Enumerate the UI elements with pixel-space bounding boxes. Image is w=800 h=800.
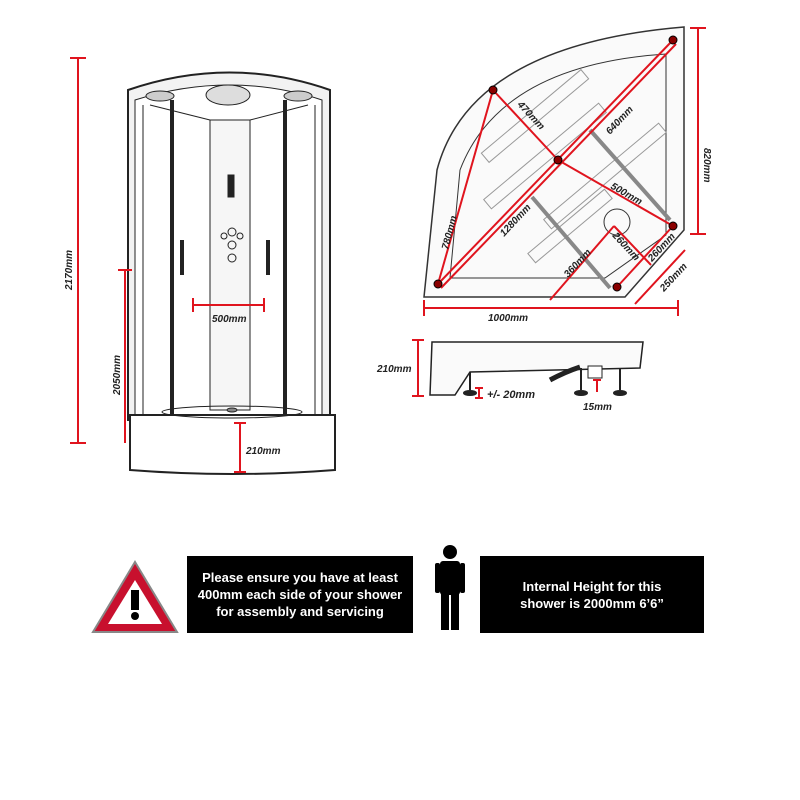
side-tray-height: 210mm — [376, 364, 412, 375]
assembly-space-text: Please ensure you have at least 400mm ea… — [197, 570, 403, 619]
warning-triangle-icon — [91, 560, 179, 633]
waste-clearance-label: 15mm — [583, 402, 612, 413]
total-height-label: 2170mm — [64, 250, 75, 291]
dim-820: 820mm — [701, 148, 712, 183]
dim-1000: 1000mm — [488, 313, 528, 324]
side-view-tray — [429, 341, 644, 396]
internal-height-notice: Internal Height for this shower is 2000m… — [480, 556, 704, 633]
door-height-label: 2050mm — [112, 355, 123, 396]
front-view-shower — [127, 71, 336, 475]
person-icon — [435, 545, 465, 630]
front-dimensions — [70, 57, 265, 473]
fixing-points — [433, 35, 678, 292]
internal-height-text: Internal Height for this shower is 2000m… — [520, 578, 664, 611]
assembly-space-notice: Please ensure you have at least 400mm ea… — [187, 556, 413, 633]
tray-height-label: 210mm — [245, 446, 281, 457]
width-label: 500mm — [212, 314, 247, 325]
side-dimensions — [412, 339, 601, 399]
leg-adjust-label: +/- 20mm — [487, 389, 535, 401]
dim-250: 250mm — [657, 261, 689, 295]
